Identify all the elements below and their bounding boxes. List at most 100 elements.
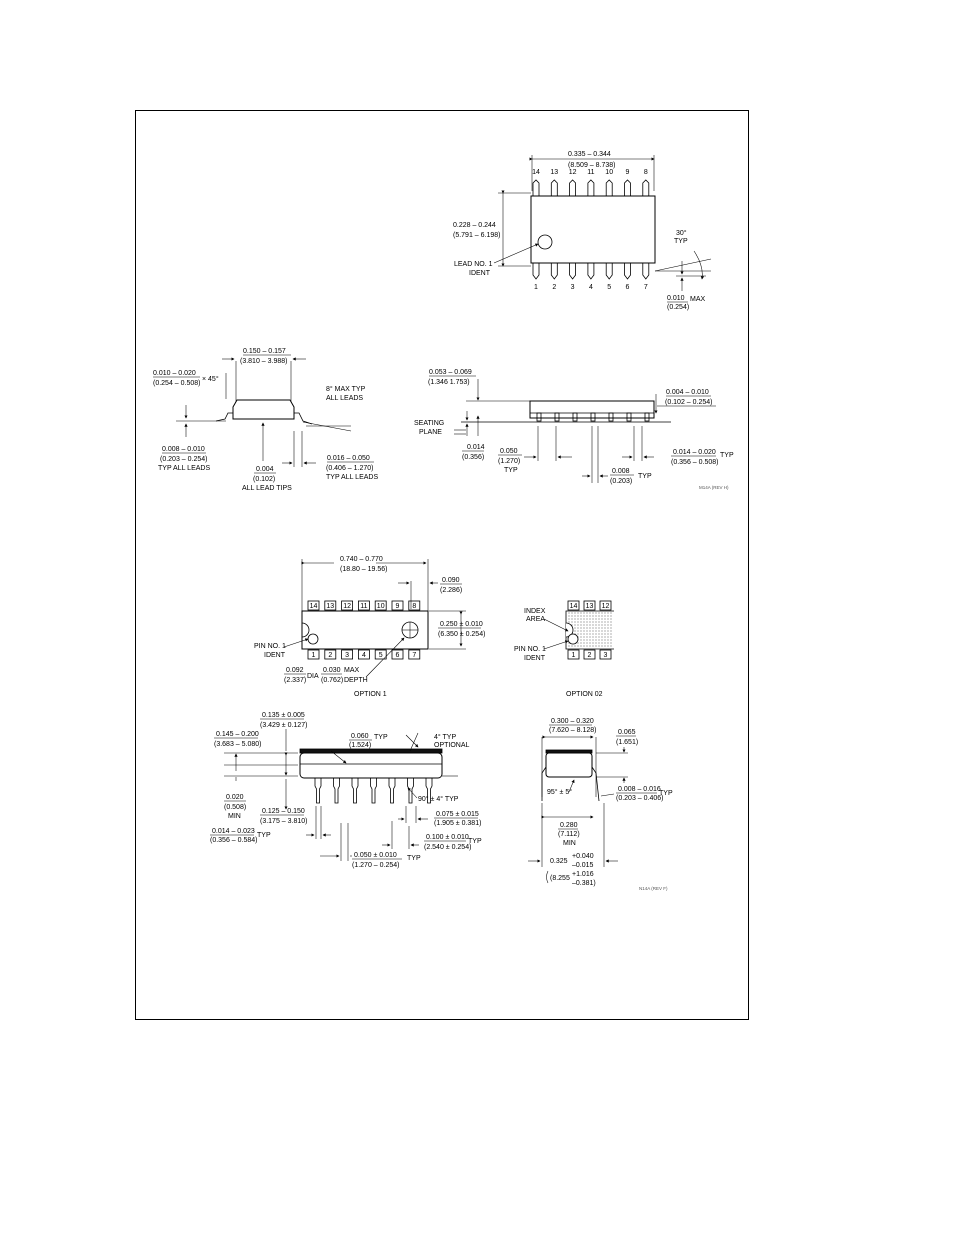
dip-pin-number-top: 14: [310, 603, 318, 610]
dip-pin-box-bottom: [391, 649, 404, 660]
chamfer-dim-mm: (0.254 – 0.508): [153, 380, 200, 387]
soic-lead-top: [587, 179, 595, 197]
soic-lead-bottom: [587, 262, 595, 280]
soic-front-lead: [644, 412, 650, 422]
dim6-mm: (3.175 – 3.810): [260, 818, 307, 825]
dip-pin-number-top: 10: [377, 603, 385, 610]
dia-label: DIA: [307, 673, 319, 680]
pin-number-bottom: 6: [626, 284, 630, 291]
soic-lead-bottom: [605, 262, 613, 280]
lead-gap-dim-mm: (0.203): [610, 478, 632, 485]
dip-pin-box-bottom: [341, 649, 354, 660]
lead-thick-dim-mm: (0.203 – 0.254): [160, 456, 207, 463]
dip-side-lead: [425, 778, 433, 804]
lead-ident-label-2: IDENT: [469, 270, 491, 277]
min-width-dim-mm: (7.112): [558, 831, 580, 838]
pin-number-top: 13: [550, 169, 558, 176]
end-width-dim: 0.300 – 0.320: [551, 718, 594, 725]
depth-label: DEPTH: [344, 677, 368, 684]
dip-side-lead: [407, 778, 414, 804]
top-height-dim-mm: (5.791 – 6.198): [453, 232, 500, 239]
opt2-pin-box-bottom: [583, 649, 596, 660]
dim7: 90° ± 4° TYP: [418, 795, 459, 803]
pin-number-bottom: 4: [589, 284, 593, 291]
span-dim: 0.325: [550, 858, 568, 865]
seating-label-2: PLANE: [419, 429, 442, 436]
min-width-min: MIN: [563, 840, 576, 847]
dip-pin-box-bottom: [408, 649, 421, 660]
soic-lead-bottom: [569, 262, 576, 280]
dim9-typ: TYP: [257, 832, 271, 839]
body-width-dim-mm: (3.810 – 3.988): [240, 358, 287, 365]
lead-width-typ: TYP: [720, 452, 734, 459]
dip-pin-number-top: 8: [412, 603, 416, 610]
dip-pin-number-bottom: 6: [396, 652, 400, 659]
dim11-mm: (1.270 – 0.254): [352, 862, 399, 869]
index-area-label-2: AREA: [526, 616, 545, 623]
dim3-typ: TYP: [374, 734, 388, 741]
soic-front-lead: [554, 412, 560, 422]
span-mm: (8.255: [550, 875, 570, 882]
depth-max: MAX: [344, 667, 360, 674]
lead-max-dim: 0.010: [667, 295, 685, 302]
standoff-dim: 0.004 – 0.010: [666, 389, 709, 396]
dim10-mm: (2.540 ± 0.254): [424, 844, 471, 851]
span-mm-plus: +1.016: [572, 871, 594, 878]
lead-gap-dim: 0.008: [612, 468, 630, 475]
dim4: 4° TYP: [434, 733, 456, 741]
min-width-dim: 0.280: [560, 822, 578, 829]
dim9-mm: (0.356 – 0.584): [210, 837, 257, 844]
top-height-dim: 0.228 – 0.244: [453, 222, 496, 229]
n14a-ref: N14A (REV F): [639, 886, 668, 891]
plane-offset-dim: 0.014: [467, 444, 485, 451]
lead-tips-label: ALL LEAD TIPS: [242, 485, 292, 492]
dip-pin-number-top: 13: [326, 603, 334, 610]
lead-max-label: MAX: [690, 296, 706, 303]
dip-pin-number-bottom: 5: [379, 652, 383, 659]
dim3: 0.060: [351, 733, 369, 740]
opt2-pin-number-top: 12: [602, 603, 610, 610]
max-angle-label-2: ALL LEADS: [326, 395, 363, 402]
dim5-mm: (0.508): [224, 804, 246, 811]
opt2-pin-box-bottom: [567, 649, 580, 660]
dip-pin-number-bottom: 4: [362, 652, 366, 659]
soic-lead-bottom: [550, 262, 558, 280]
soic-lead-top: [532, 179, 540, 197]
dip-pin-box-top: [408, 600, 421, 611]
end-lead-dim: 0.008 – 0.016: [618, 786, 661, 793]
dim1: 0.135 ± 0.005: [262, 712, 305, 719]
pin-number-bottom: 3: [571, 284, 575, 291]
seating-label: SEATING: [414, 420, 444, 427]
dim6: 0.125 – 0.150: [262, 808, 305, 815]
dim10-typ: TYP: [468, 838, 482, 845]
dip-pin-number-top: 11: [360, 603, 367, 610]
lead-tips-dim: 0.004: [256, 466, 274, 473]
dim8: 0.075 ± 0.015: [436, 811, 479, 818]
soic-front-lead: [608, 412, 614, 422]
pin-number-bottom: 1: [534, 284, 538, 291]
soic-lead-bottom: [532, 262, 540, 280]
pin1-ident-label: PIN NO. 1: [254, 643, 286, 650]
soic-lead-top: [642, 179, 650, 197]
dip-pin-number-top: 9: [396, 603, 400, 610]
dip-pin-number-bottom: 2: [328, 652, 332, 659]
pin-number-top: 9: [626, 169, 630, 176]
pin-number-top: 11: [587, 169, 594, 176]
span-minus: –0.015: [572, 862, 594, 869]
depth-dim: 0.030: [323, 667, 341, 674]
chamfer-dim: 0.010 – 0.020: [153, 370, 196, 377]
dip-length-dim: 0.740 – 0.770: [340, 556, 383, 563]
soic-front-lead: [590, 412, 596, 422]
pin-number-top: 10: [605, 169, 613, 176]
end-width-dim-mm: (7.620 – 8.128): [549, 727, 596, 734]
dip-end-view: 0.300 – 0.320 (7.620 – 8.128) 0.065 (1.6…: [528, 718, 673, 891]
pin-number-top: 14: [532, 169, 540, 176]
lead-gap-typ: TYP: [638, 473, 652, 480]
standoff-dim-mm: (0.102 – 0.254): [665, 399, 712, 406]
dip-pin-box-bottom: [374, 649, 387, 660]
end-lead-typ: TYP: [659, 790, 673, 797]
dip-pin-number-top: 12: [343, 603, 351, 610]
dim-a-mm: (1.651): [616, 739, 638, 746]
